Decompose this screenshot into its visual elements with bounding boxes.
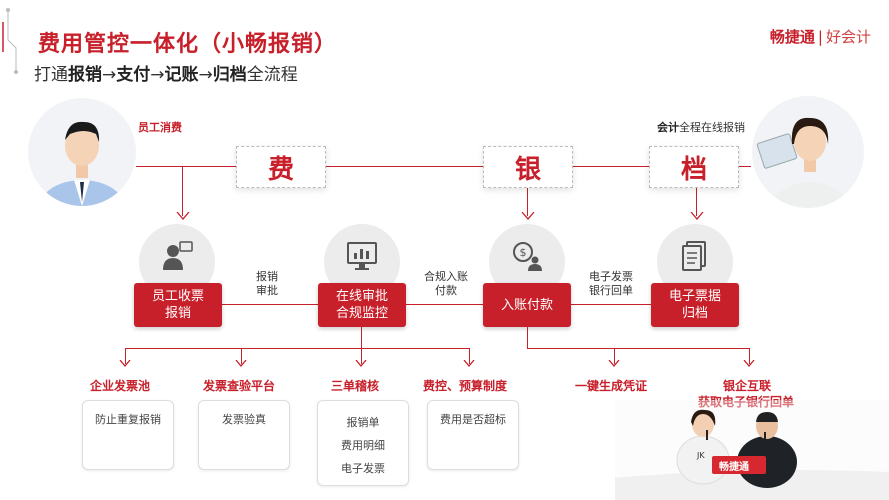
document-archive-icon: [682, 241, 706, 271]
arrow-down-icon: [355, 360, 367, 368]
stage-fee-box: 费: [236, 146, 326, 188]
page-title: 费用管控一体化（小畅报销）: [38, 32, 338, 57]
drop-line-3: [696, 188, 697, 216]
brand-logo: 畅捷通|好会计: [769, 28, 871, 46]
arrow-down-icon: [743, 360, 755, 368]
process-connector-line: [222, 304, 652, 305]
accountant-role-label: 会计全程在线报销: [657, 121, 745, 134]
money-user-icon: $: [513, 242, 542, 271]
svg-text:JK: JK: [696, 451, 705, 460]
note-approval: 报销审批: [256, 270, 278, 297]
stage-archive-box: 档: [649, 146, 739, 188]
page-subtitle: 打通报销→支付→记账→归档全流程: [34, 65, 298, 85]
top-connector-line: [136, 166, 751, 167]
branch-drop: [361, 348, 362, 364]
accountant-figure-icon: [756, 117, 850, 208]
note-archive: 电子发票银行回单: [589, 270, 633, 297]
note-payment: 合规入账付款: [424, 270, 468, 297]
user-receipt-icon: [163, 241, 193, 270]
svg-text:$: $: [520, 246, 527, 259]
stream-overlay: JK 畅捷通: [615, 400, 889, 500]
employee-role-label: 员工消费: [138, 121, 182, 134]
category-invoice-check: 发票查验平台: [203, 379, 276, 393]
branch-drop: [125, 348, 126, 364]
stage-bank-box: 银: [483, 146, 573, 188]
branch-stem-left: [361, 327, 362, 348]
drop-line-1: [182, 166, 183, 216]
branch-drop: [749, 348, 750, 364]
branch-line-right: [527, 348, 750, 349]
category-budget-control: 费控、预算制度: [423, 379, 508, 393]
branch-stem-right: [527, 327, 528, 348]
category-voucher: 一键生成凭证: [575, 379, 648, 393]
arrow-down-icon: [690, 212, 704, 220]
step-archive-box: 电子票据归档: [651, 283, 739, 327]
category-bank-receipt: 获取电子银行回单: [698, 395, 795, 409]
employee-portrait: [28, 98, 136, 206]
step-payment-box: 入账付款: [483, 283, 571, 327]
card-invoice-pool: 防止重复报销: [82, 400, 174, 470]
arrow-down-icon: [463, 360, 475, 368]
arrow-down-icon: [235, 360, 247, 368]
branch-line-left: [125, 348, 470, 349]
arrow-down-icon: [521, 212, 535, 220]
branch-drop: [614, 348, 615, 364]
card-three-docs: 报销单 费用明细 电子发票: [317, 400, 409, 486]
category-three-docs: 三单稽核: [331, 379, 380, 393]
arrow-down-icon: [608, 360, 620, 368]
card-invoice-check: 发票验真: [198, 400, 290, 470]
monitor-chart-icon: [347, 242, 377, 270]
employee-figure-icon: [38, 121, 126, 206]
card-budget-control: 费用是否超标: [427, 400, 519, 470]
presenters-figure-icon: JK: [615, 400, 889, 500]
category-bank-link: 银企互联: [723, 379, 772, 393]
step-receipt-box: 员工收票报销: [134, 283, 222, 327]
arrow-down-icon: [119, 360, 131, 368]
arrow-down-icon: [176, 212, 190, 220]
branch-drop: [241, 348, 242, 364]
drop-line-2: [527, 188, 528, 216]
accountant-portrait: [752, 96, 864, 208]
step-approval-box: 在线审批合规监控: [318, 283, 406, 327]
branch-drop: [469, 348, 470, 364]
stage-sign-label: 畅捷通: [719, 462, 749, 473]
category-invoice-pool: 企业发票池: [90, 379, 151, 393]
circuit-decoration-icon: [2, 8, 18, 74]
